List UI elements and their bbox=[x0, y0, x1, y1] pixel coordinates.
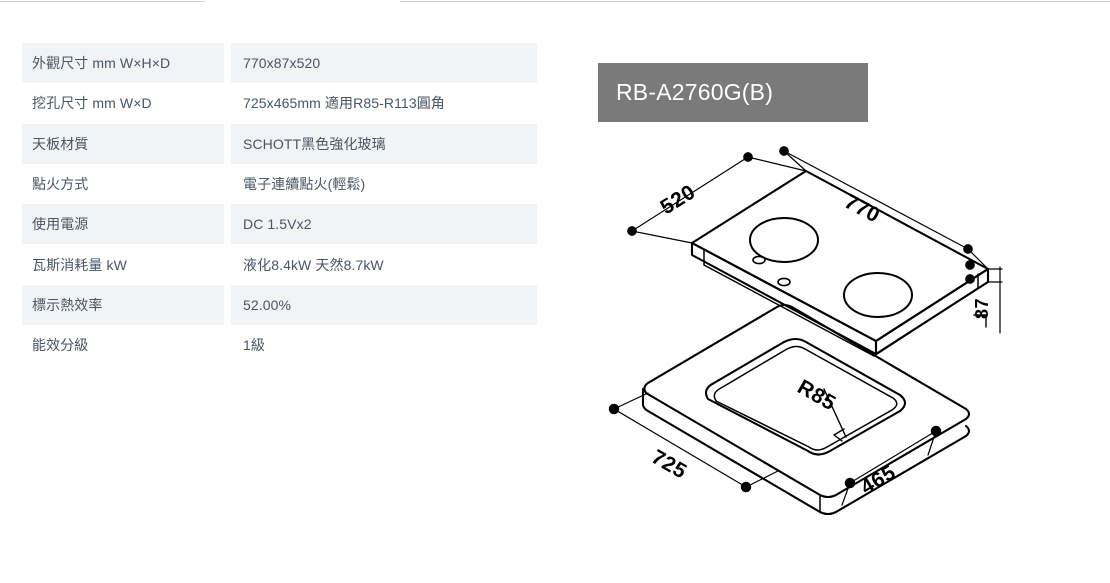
dim-ext-725-a bbox=[613, 392, 649, 410]
burner-ring-right bbox=[843, 272, 913, 318]
spec-value: 52.00% bbox=[231, 284, 537, 326]
cutout-drawing bbox=[608, 303, 971, 516]
technical-drawing: 520 770 87 725 465 R85 bbox=[588, 143, 1008, 523]
spec-column-gap bbox=[224, 124, 231, 164]
spec-value: 770x87x520 bbox=[231, 43, 537, 84]
dim-leader-87 bbox=[973, 314, 987, 328]
dim-label-465: 465 bbox=[857, 461, 900, 500]
dim-endpoint-520-a bbox=[627, 226, 637, 236]
burner-ring-left bbox=[749, 217, 819, 263]
spec-value: 1級 bbox=[231, 325, 537, 366]
spec-label: 瓦斯消耗量 kW bbox=[22, 244, 224, 285]
dim-endpoint-725-b bbox=[740, 481, 752, 493]
model-name-badge: RB-A2760G(B) bbox=[598, 63, 868, 122]
spec-value: DC 1.5Vx2 bbox=[231, 204, 537, 245]
dim-endpoint-465-b bbox=[844, 477, 856, 489]
dim-line-465 bbox=[849, 430, 937, 484]
dim-label-520: 520 bbox=[656, 180, 699, 219]
spec-value: 液化8.4kW 天然8.7kW bbox=[231, 244, 537, 285]
spec-column-gap bbox=[224, 325, 231, 365]
spec-value: SCHOTT黑色強化玻璃 bbox=[231, 123, 537, 164]
cooktop-drawing bbox=[627, 146, 1003, 357]
cutout-opening-inner bbox=[713, 345, 898, 451]
cooktop-top-face bbox=[690, 169, 990, 343]
spec-column-gap bbox=[224, 83, 231, 123]
spec-column-gap bbox=[224, 204, 231, 244]
counter-thickness bbox=[641, 387, 971, 516]
dim-line-725 bbox=[613, 408, 747, 488]
top-divider-right bbox=[400, 1, 1110, 2]
dim-endpoint-87-a bbox=[965, 260, 975, 270]
spec-label: 使用電源 bbox=[22, 204, 224, 245]
spec-column-gap bbox=[224, 43, 231, 83]
spec-label: 外觀尺寸 mm W×H×D bbox=[22, 43, 224, 84]
cutout-opening-outer bbox=[704, 337, 907, 456]
spec-label: 天板材質 bbox=[22, 123, 224, 164]
counter-top-face bbox=[643, 303, 971, 499]
spec-label: 標示熱效率 bbox=[22, 284, 224, 326]
dim-line-520 bbox=[631, 156, 749, 232]
top-divider-left bbox=[0, 1, 205, 2]
model-name-text: RB-A2760G(B) bbox=[616, 79, 774, 105]
product-panel: RB-A2760G(B) bbox=[598, 63, 1110, 533]
dim-ext-770-a bbox=[783, 150, 807, 172]
dim-label-770: 770 bbox=[841, 190, 884, 227]
dim-endpoint-520-b bbox=[743, 152, 753, 162]
spec-column-gap bbox=[224, 244, 231, 284]
dim-endpoint-87-b bbox=[965, 274, 975, 284]
dim-endpoint-770-a bbox=[779, 146, 789, 156]
spec-value: 725x465mm 適用R85-R113圓角 bbox=[231, 83, 537, 124]
spec-row: 點火方式電子連續點火(輕鬆) bbox=[22, 163, 537, 205]
spec-column-gap bbox=[224, 285, 231, 325]
dim-label-87: 87 bbox=[972, 298, 992, 319]
knob-opening-1 bbox=[752, 255, 766, 265]
spec-value: 電子連續點火(輕鬆) bbox=[231, 163, 537, 205]
spec-label: 挖孔尺寸 mm W×D bbox=[22, 83, 224, 124]
spec-column-gap bbox=[224, 164, 231, 204]
technical-drawing-svg: 520 770 87 725 465 R85 bbox=[608, 146, 1003, 516]
knob-opening-2 bbox=[777, 277, 791, 287]
dim-endpoint-725-a bbox=[608, 403, 620, 415]
dim-ext-520-a bbox=[631, 230, 693, 244]
spec-label: 能效分級 bbox=[22, 325, 224, 366]
dim-endpoint-770-b bbox=[963, 244, 973, 254]
dim-endpoint-465-a bbox=[930, 425, 942, 437]
dim-arrow-r85 bbox=[833, 428, 845, 442]
dim-leader-r85 bbox=[823, 388, 847, 438]
dim-ext-725-b bbox=[745, 470, 779, 488]
cooktop-front-edge bbox=[690, 241, 878, 356]
spec-label: 點火方式 bbox=[22, 163, 224, 205]
dim-line-770 bbox=[783, 150, 969, 250]
dim-ext-520-b bbox=[747, 156, 807, 172]
